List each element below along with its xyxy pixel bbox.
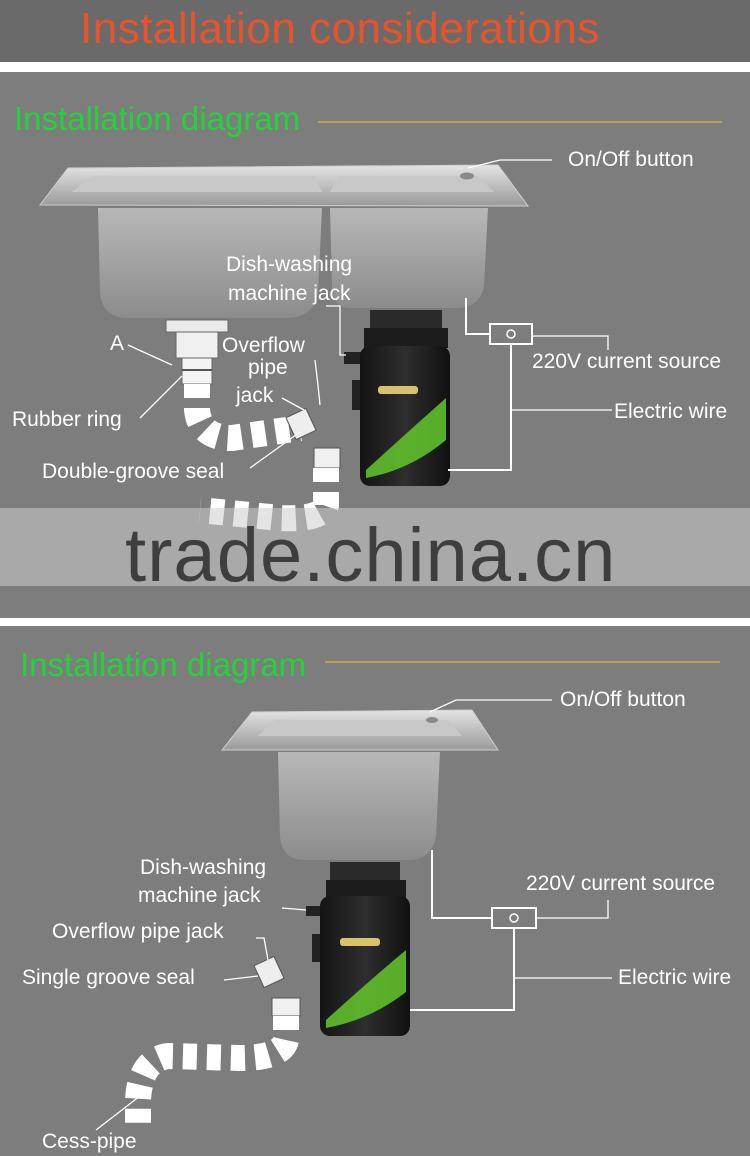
label-jack: jack [236, 384, 274, 407]
label-on-off-button: On/Off button [560, 688, 686, 711]
label-current-source: 220V current source [532, 350, 722, 373]
label-overflow-pipe-jack: Overflow pipe jack [52, 920, 224, 943]
label-electric-wire: Electric wire [618, 966, 732, 989]
label-dish-washing: Dish-washing [226, 253, 353, 276]
label-machine-jack: machine jack [228, 282, 351, 305]
divider [0, 618, 750, 626]
leader-lines [127, 159, 612, 469]
label-pipe: pipe [248, 356, 288, 379]
label-single-groove-seal: Single groove seal [22, 966, 195, 989]
divider [0, 62, 750, 72]
switch-wiring [410, 850, 537, 1011]
watermark: trade.china.cn [125, 513, 617, 598]
outlet-pipe [125, 997, 301, 1130]
label-machine-jack: machine jack [138, 884, 261, 907]
overflow-connector [253, 955, 285, 989]
switch-wiring [448, 298, 533, 471]
label-cess-pipe: Cess-pipe [42, 1130, 137, 1153]
single-sink [220, 709, 499, 860]
drain-pipe [165, 319, 302, 452]
double-sink [38, 164, 529, 318]
watermark-band [0, 508, 750, 586]
label-dish-washing: Dish-washing [140, 856, 267, 879]
label-electric-wire: Electric wire [614, 400, 728, 423]
label-overflow: Overflow [222, 334, 305, 357]
header-bar: Installation considerations [0, 0, 750, 62]
section-heading: Installation diagram [14, 100, 301, 137]
disposer-unit [344, 310, 450, 486]
overflow-connector [285, 407, 317, 441]
disposer-unit [306, 862, 410, 1036]
leader-lines [95, 699, 612, 1131]
label-a: A [110, 332, 125, 355]
label-current-source: 220V current source [526, 872, 716, 895]
page-title: Installation considerations [80, 4, 600, 53]
label-rubber-ring: Rubber ring [12, 408, 122, 431]
section-heading: Installation diagram [20, 646, 307, 683]
label-on-off-button: On/Off button [568, 148, 694, 171]
label-double-groove-seal: Double-groove seal [42, 460, 225, 483]
